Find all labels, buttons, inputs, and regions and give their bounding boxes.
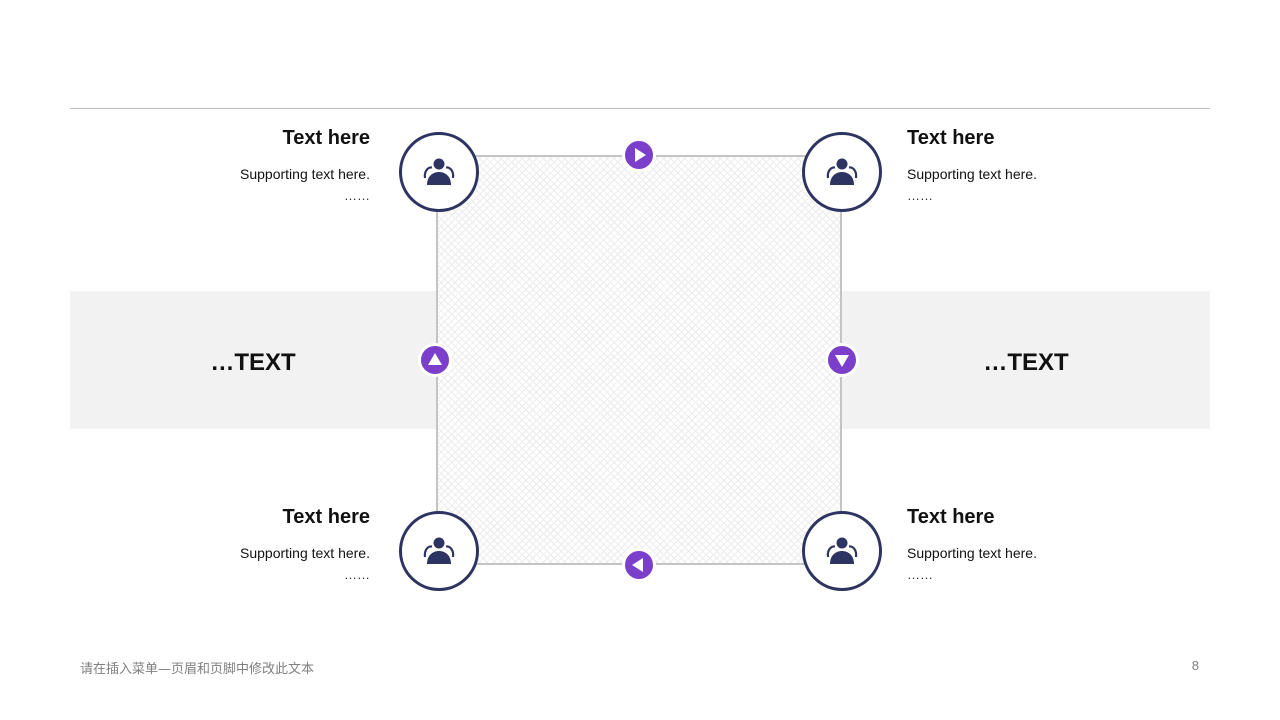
block-title: Text here <box>282 127 370 149</box>
left-band <box>70 291 436 429</box>
triangle-down-icon <box>835 355 849 367</box>
users-icon <box>826 537 858 564</box>
block-title: Text here <box>907 127 995 149</box>
block-subtitle: Supporting text here. <box>240 545 370 561</box>
top-divider <box>70 108 1210 109</box>
block-subtitle: Supporting text here. <box>240 166 370 182</box>
block-subtitle: Supporting text here. <box>907 545 1037 561</box>
text-block-top-left: Text here Supporting text here. …… <box>150 126 370 203</box>
node-bottom-right <box>802 511 882 591</box>
block-subtitle: Supporting text here. <box>907 166 1037 182</box>
users-icon <box>423 537 455 564</box>
arrow-bottom <box>622 548 656 582</box>
node-top-left <box>399 132 479 212</box>
node-top-right <box>802 132 882 212</box>
users-icon <box>423 158 455 185</box>
block-ellipsis: …… <box>344 567 370 582</box>
block-title: Text here <box>282 506 370 528</box>
footer-note: 请在插入菜单—页眉和页脚中修改此文本 <box>80 662 315 677</box>
block-ellipsis: …… <box>344 188 370 203</box>
text-block-bottom-right: Text here Supporting text here. …… <box>907 505 1127 582</box>
block-ellipsis: …… <box>907 188 933 203</box>
right-band <box>842 291 1210 429</box>
left-band-label: …TEXT <box>210 349 296 376</box>
block-ellipsis: …… <box>907 567 933 582</box>
triangle-up-icon <box>428 353 442 365</box>
page-number: 8 <box>1191 658 1199 673</box>
play-left-icon <box>632 558 643 572</box>
arrow-left <box>418 343 452 377</box>
block-title: Text here <box>907 506 995 528</box>
right-band-label: …TEXT <box>983 349 1069 376</box>
text-block-bottom-left: Text here Supporting text here. …… <box>150 505 370 582</box>
arrow-top <box>622 138 656 172</box>
node-bottom-left <box>399 511 479 591</box>
arrow-right <box>825 343 859 377</box>
users-icon <box>826 158 858 185</box>
play-right-icon <box>635 148 646 162</box>
text-block-top-right: Text here Supporting text here. …… <box>907 126 1127 203</box>
cycle-square <box>436 155 842 565</box>
